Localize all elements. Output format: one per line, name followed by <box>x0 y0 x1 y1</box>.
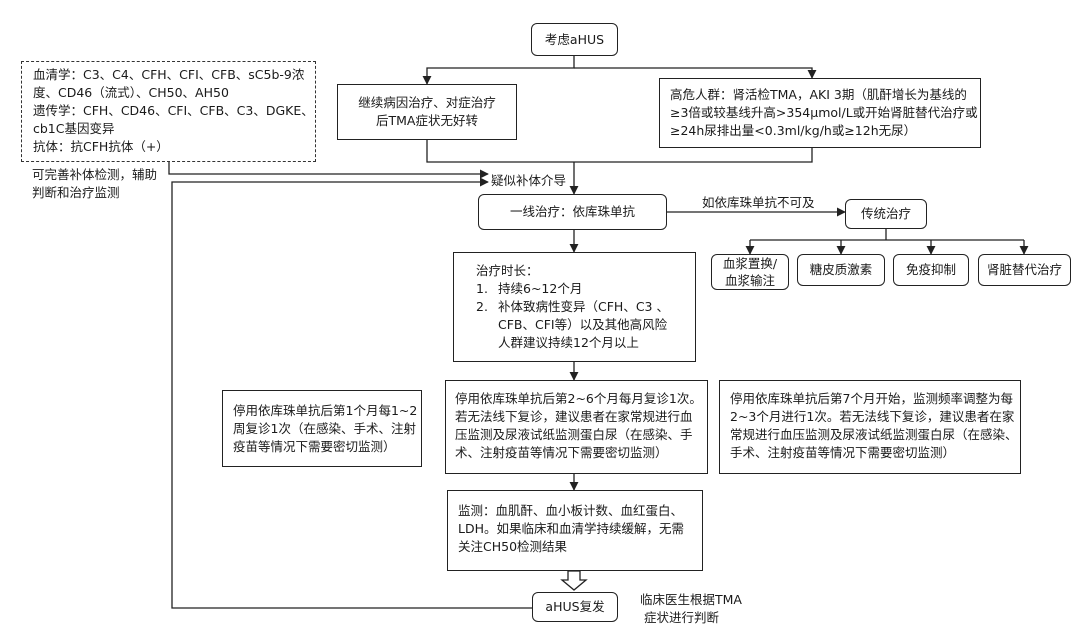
duration-item-2: 2. 补体致病性变异（CFH、C3 、 CFB、CFI等）以及其他高风险 人群建… <box>476 298 683 352</box>
relapse-note: 临床医生根据TMA 症状进行判断 <box>640 591 742 627</box>
stop-month2-6-line-2: 若无法线下复诊，建议患者在家常规进行血 <box>455 409 693 424</box>
lab-tests-note-line-2: 判断和治疗监测 <box>32 185 120 200</box>
monitoring-line-3: 关注CH50检测结果 <box>458 539 568 554</box>
if-unavailable-label: 如依库珠单抗不可及 <box>702 195 815 210</box>
option-plasma-exchange: 血浆置换/ 血浆输注 <box>711 254 789 290</box>
suspected-label: 疑似补体介导 <box>491 173 567 188</box>
edge-highrisk-down <box>574 148 813 163</box>
high-risk-line-2: ≥3倍或较基线升高>354μmol/L或开始肾脏替代治疗或 <box>670 105 978 120</box>
option-renal-replacement-label: 肾脏替代治疗 <box>986 262 1062 277</box>
option-plasma-line-2: 血浆输注 <box>724 273 775 288</box>
duration-item-2-line-2: CFB、CFI等）以及其他高风险 <box>498 317 668 332</box>
option-glucocorticoid: 糖皮质激素 <box>797 254 885 286</box>
continue-treatment-line-1: 继续病因治疗、对症治疗 <box>358 95 496 110</box>
option-renal-replacement: 肾脏替代治疗 <box>978 254 1071 286</box>
relapse-note-line-1: 临床医生根据TMA <box>640 592 742 607</box>
lab-tests-line-2: 度、CD46（流式）、CH50、AH50 <box>33 85 229 100</box>
ahus-relapse-node: aHUS复发 <box>532 592 618 622</box>
duration-item-2-line-3: 人群建议持续12个月以上 <box>498 335 639 350</box>
stop-month7-line-4: 手术、注射疫苗等情况下需要密切监测） <box>730 445 956 460</box>
stop-month7-node: 停用依库珠单抗后第7个月开始，监测频率调整为每 2~3个月进行1次。若无法线下复… <box>719 380 1021 474</box>
edge-relapse-loopback <box>171 177 532 609</box>
duration-item-1: 1. 持续6~12个月 <box>476 280 683 298</box>
first-line-label: 一线治疗：依库珠单抗 <box>509 204 635 219</box>
edge-consider-to-highrisk <box>574 67 817 79</box>
edge-consider-to-continue <box>422 56 575 85</box>
high-risk-line-3: ≥24h尿排出量<0.3ml/kg/h或≥12h无尿） <box>670 123 917 138</box>
monitoring-line-1: 监测：血肌酐、血小板计数、血红蛋白、 <box>458 503 684 518</box>
stop-month7-line-1: 停用依库珠单抗后第7个月开始，监测频率调整为每 <box>730 391 1013 406</box>
stop-month1-line-2: 周复诊1次（在感染、手术、注射 <box>233 421 416 436</box>
lab-tests-line-3: 遗传学：CFH、CD46、CFI、CFB、C3、DGKE、 <box>33 103 314 118</box>
stop-month1-line-3: 疫苗等情况下需要密切监测） <box>233 439 396 454</box>
monitoring-line-2: LDH。如果临床和血清学持续缓解，无需 <box>458 521 684 536</box>
stop-month2-6-node: 停用依库珠单抗后第2~6个月每月复诊1次。 若无法线下复诊，建议患者在家常规进行… <box>445 380 708 474</box>
consider-ahus-node: 考虑aHUS <box>531 23 618 56</box>
stop-month2-6-line-1: 停用依库珠单抗后第2~6个月每月复诊1次。 <box>455 391 702 406</box>
duration-title: 治疗时长： <box>476 263 539 278</box>
stop-month2-6-line-3: 压监测及尿液试纸监测蛋白尿（在感染、手 <box>455 427 693 442</box>
stop-month2-6-line-4: 术、注射疫苗等情况下需要密切监测） <box>455 445 668 460</box>
stop-month7-line-2: 2~3个月进行1次。若无法线下复诊，建议患者在家 <box>730 409 1015 424</box>
duration-item-2-num: 2. <box>476 299 488 314</box>
option-immunosuppression: 免疫抑制 <box>893 254 969 286</box>
duration-item-1-line-1: 持续6~12个月 <box>498 281 583 296</box>
high-risk-node: 高危人群：肾活检TMA，AKI 3期（肌酐增长为基线的 ≥3倍或较基线升高>35… <box>659 78 981 148</box>
lab-tests-line-1: 血清学：C3、C4、CFH、CFI、CFB、sC5b-9浓 <box>33 67 305 82</box>
lab-tests-note-line-1: 可完善补体检测，辅助 <box>32 167 158 182</box>
lab-tests-box: 血清学：C3、C4、CFH、CFI、CFB、sC5b-9浓 度、CD46（流式）… <box>21 61 316 162</box>
lab-tests-line-5: 抗体：抗CFH抗体（+） <box>33 139 169 154</box>
edge-labtests-to-suspected <box>168 162 489 179</box>
hollow-arrow-to-relapse <box>560 570 588 591</box>
traditional-therapy-label: 传统治疗 <box>860 206 911 221</box>
continue-treatment-line-2: 后TMA症状无好转 <box>376 113 478 128</box>
duration-item-2-line-1: 补体致病性变异（CFH、C3 、 <box>498 299 669 314</box>
option-plasma-line-1: 血浆置换/ <box>722 256 778 271</box>
option-immunosuppression-label: 免疫抑制 <box>905 262 956 277</box>
edge-traditional-split <box>750 229 1024 241</box>
first-line-node: 一线治疗：依库珠单抗 <box>478 194 667 230</box>
high-risk-line-1: 高危人群：肾活检TMA，AKI 3期（肌酐增长为基线的 <box>670 87 967 102</box>
option-glucocorticoid-label: 糖皮质激素 <box>809 262 873 277</box>
stop-month7-line-3: 常规进行血压监测及尿液试纸监测蛋白尿（在感染、 <box>730 427 1018 442</box>
lab-tests-line-4: cb1C基因变异 <box>33 121 115 136</box>
traditional-therapy-node: 传统治疗 <box>845 199 927 229</box>
treatment-duration-node: 治疗时长： 1. 持续6~12个月 2. 补体致病性变异（CFH、C3 、 CF… <box>453 252 696 362</box>
duration-list: 1. 持续6~12个月 2. 补体致病性变异（CFH、C3 、 CFB、CFI等… <box>476 280 683 352</box>
consider-ahus-label: 考虑aHUS <box>544 31 605 47</box>
ahus-relapse-label: aHUS复发 <box>545 599 605 614</box>
edge-continue-down <box>426 140 574 163</box>
stop-month1-node: 停用依库珠单抗后第1个月每1~2 周复诊1次（在感染、手术、注射 疫苗等情况下需… <box>222 390 422 467</box>
duration-item-1-num: 1. <box>476 281 488 296</box>
lab-tests-note: 可完善补体检测，辅助 判断和治疗监测 <box>32 166 157 202</box>
monitoring-node: 监测：血肌酐、血小板计数、血红蛋白、 LDH。如果临床和血清学持续缓解，无需 关… <box>447 490 703 571</box>
continue-treatment-node: 继续病因治疗、对症治疗 后TMA症状无好转 <box>337 84 517 140</box>
relapse-note-line-2: 症状进行判断 <box>644 610 720 625</box>
stop-month1-line-1: 停用依库珠单抗后第1个月每1~2 <box>233 403 418 418</box>
